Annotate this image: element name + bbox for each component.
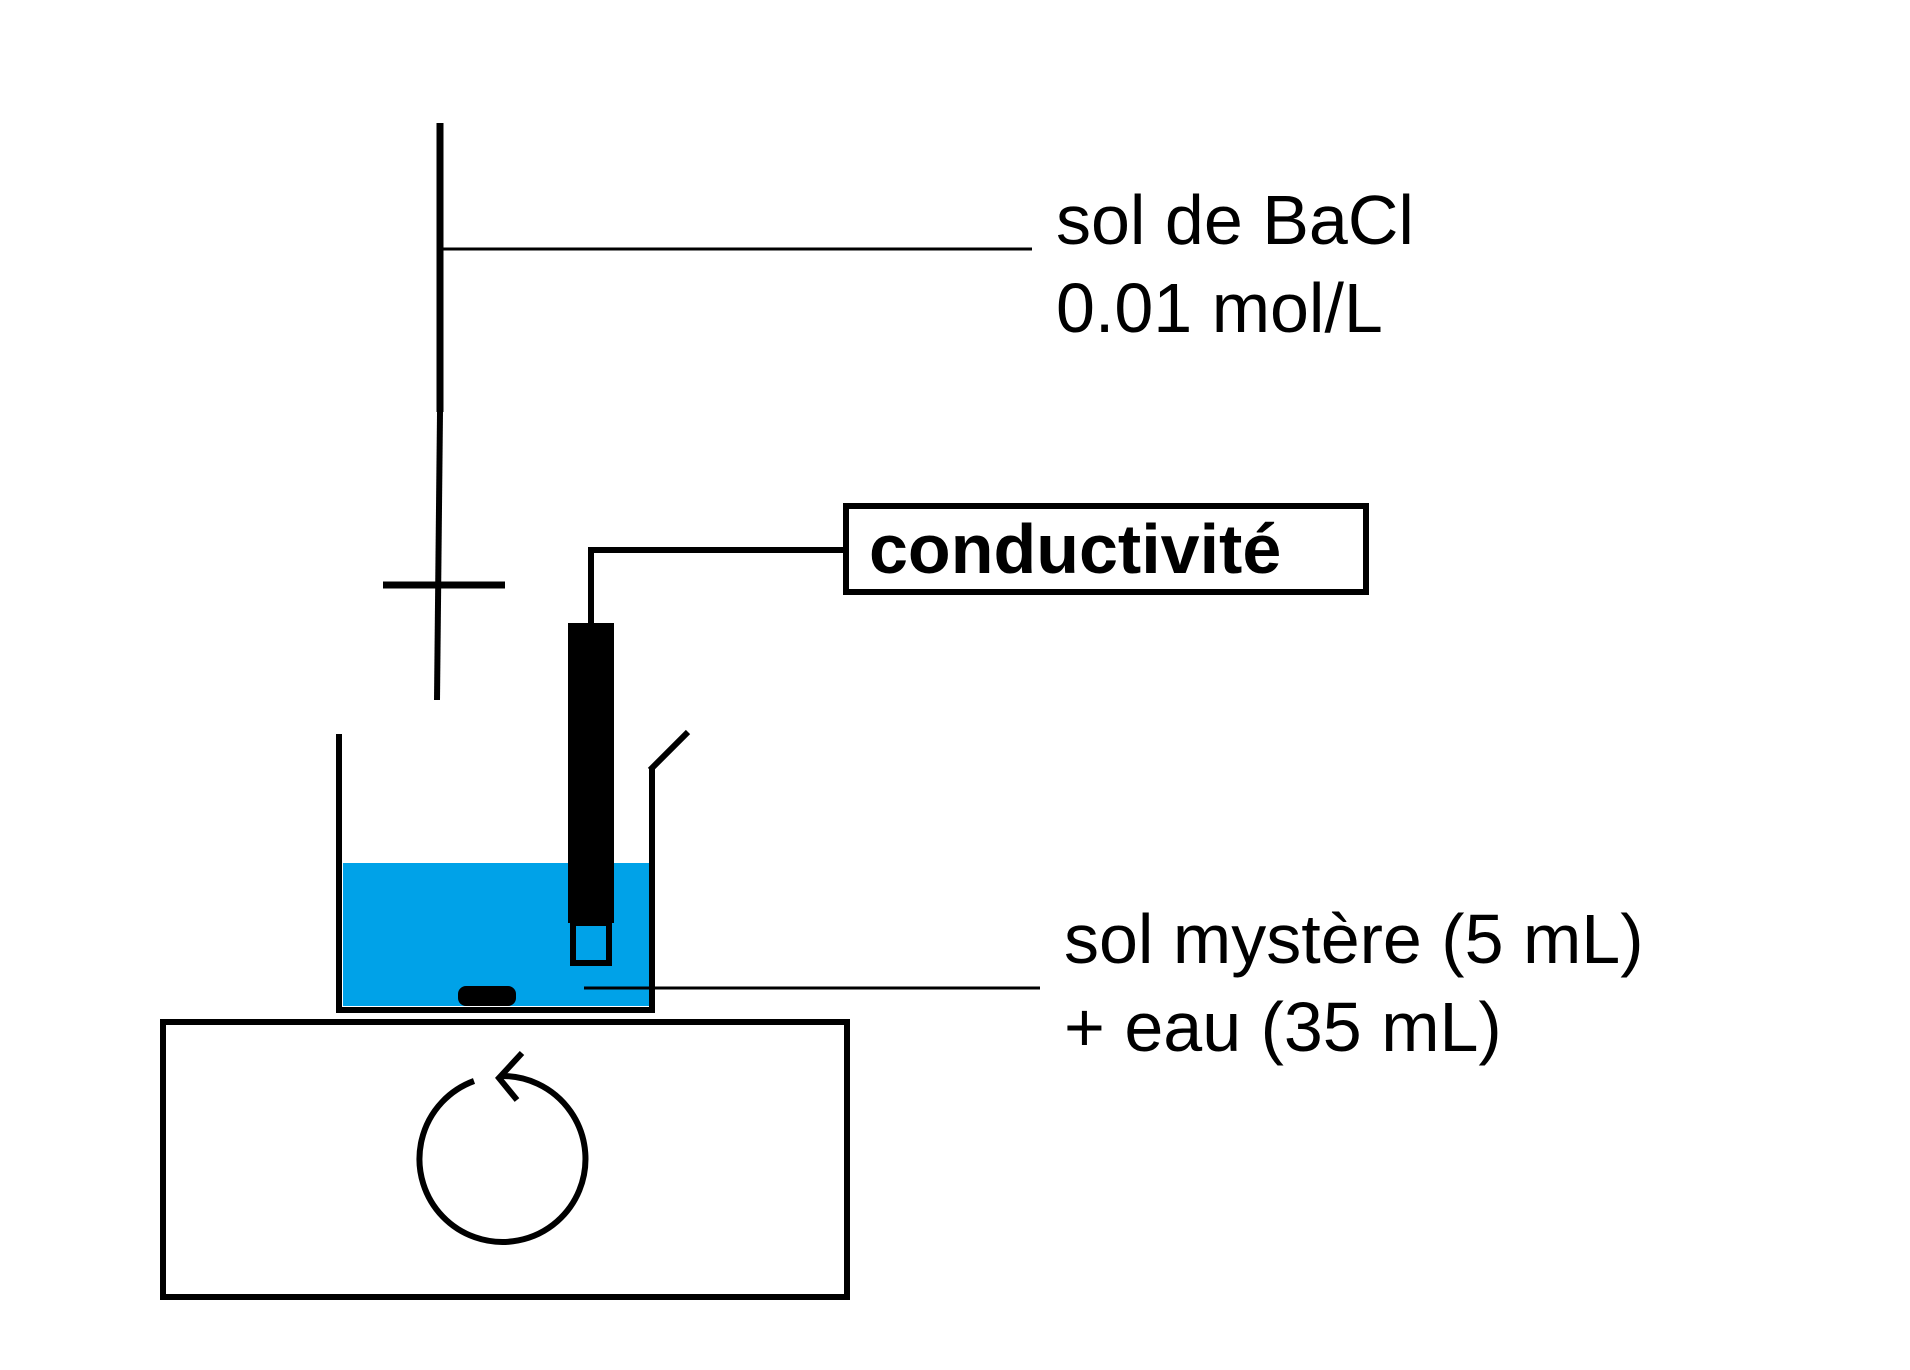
magnetic-stirrer	[160, 1019, 850, 1300]
burette-tube-lower	[434, 411, 443, 701]
titrant-label: sol de BaCl 0.01 mol/L	[1056, 176, 1414, 352]
sample-label: sol mystère (5 mL) + eau (35 mL)	[1064, 895, 1644, 1071]
conductivity-meter-label: conductivité	[869, 510, 1282, 588]
beaker-spout	[647, 729, 691, 773]
conductivity-probe	[568, 623, 614, 966]
titrant-name: sol de BaCl	[1056, 181, 1414, 259]
conductivity-meter: conductivité	[843, 503, 1369, 595]
probe-cable	[588, 547, 845, 623]
stir-bar	[458, 986, 516, 1006]
probe-cell	[570, 920, 612, 966]
probe-body	[568, 623, 614, 923]
sample-composition: sol mystère (5 mL)	[1064, 900, 1644, 978]
circular-arrow-icon	[416, 1050, 589, 1245]
sample-water: + eau (35 mL)	[1064, 988, 1502, 1066]
beaker	[336, 729, 691, 1013]
burette	[383, 123, 505, 701]
titrant-concentration: 0.01 mol/L	[1056, 269, 1383, 347]
